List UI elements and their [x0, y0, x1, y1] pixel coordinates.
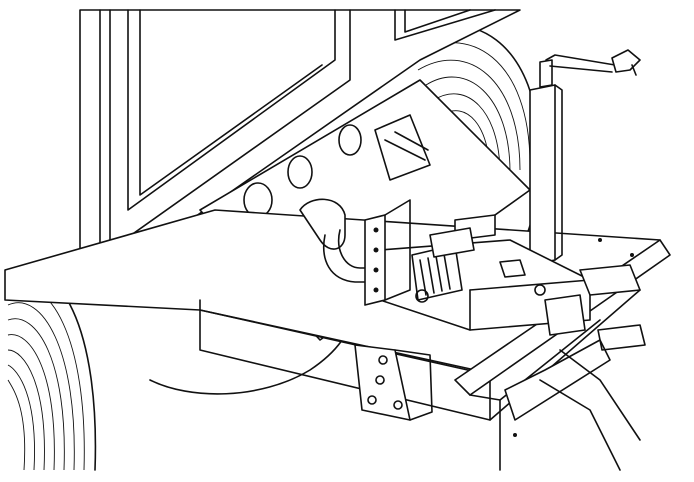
front-wheel	[7, 269, 97, 471]
terminal-block	[411, 227, 475, 303]
hitch-mechanism	[539, 264, 646, 471]
control-panel-plate	[354, 344, 433, 421]
hose-pipe	[299, 198, 379, 283]
gusset-bracket-upper	[374, 114, 431, 181]
mounting-plate	[364, 199, 411, 306]
jack-post	[529, 49, 641, 266]
